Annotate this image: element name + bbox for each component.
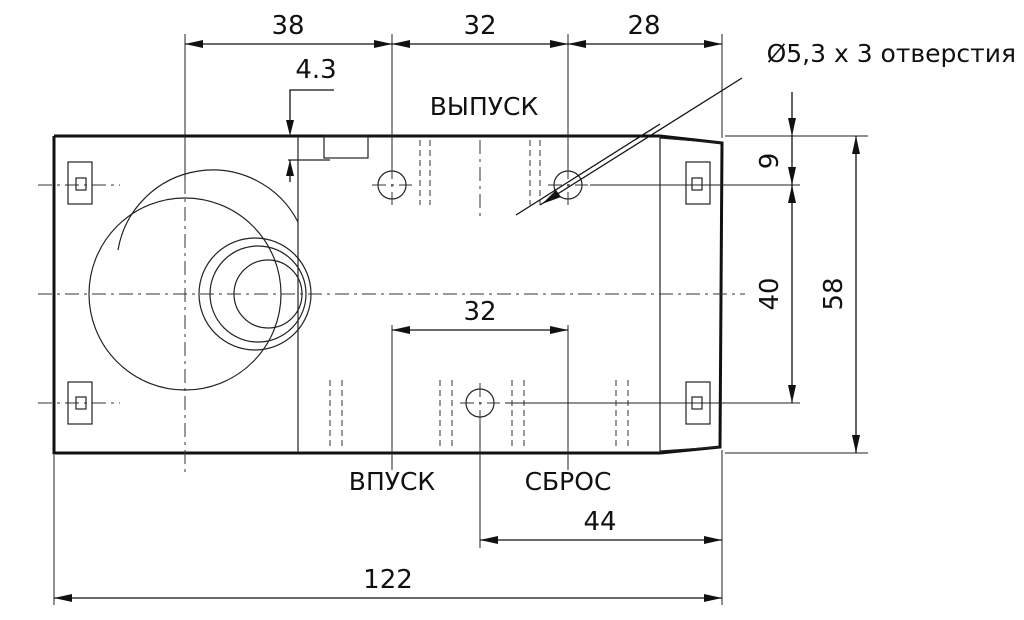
dim-top-mid: 32 [463, 11, 496, 41]
dim-right-top: 9 [755, 153, 785, 170]
dim-bottom-exhaust: 44 [583, 507, 616, 537]
center-lines [38, 140, 745, 475]
dim-top-left: 38 [271, 11, 304, 41]
dim-right-mid: 40 [755, 277, 785, 310]
label-holes: Ø5,3 x 3 отверстия [767, 39, 1016, 68]
dim-bottom-total: 122 [363, 565, 413, 595]
label-exhaust: СБРОС [525, 467, 612, 496]
corner-slots [67, 161, 711, 425]
label-outlet: ВЫПУСК [430, 92, 539, 121]
dim-offset: 4.3 [295, 55, 336, 85]
label-inlet: ВПУСК [349, 467, 436, 496]
dimension-lines [54, 40, 860, 602]
port-labels: ВЫПУСК ВПУСК СБРОС Ø5,3 x 3 отверстия [349, 39, 1016, 496]
dimension-text: 38 32 28 4.3 32 9 40 58 44 122 [271, 11, 849, 595]
actuator-knob [88, 169, 312, 391]
dim-right-total: 58 [819, 277, 849, 310]
mounting-holes [372, 165, 588, 423]
hidden-ports [329, 140, 629, 450]
dim-inner-pitch: 32 [463, 297, 496, 327]
dim-top-right: 28 [627, 11, 660, 41]
extension-lines [53, 34, 868, 605]
